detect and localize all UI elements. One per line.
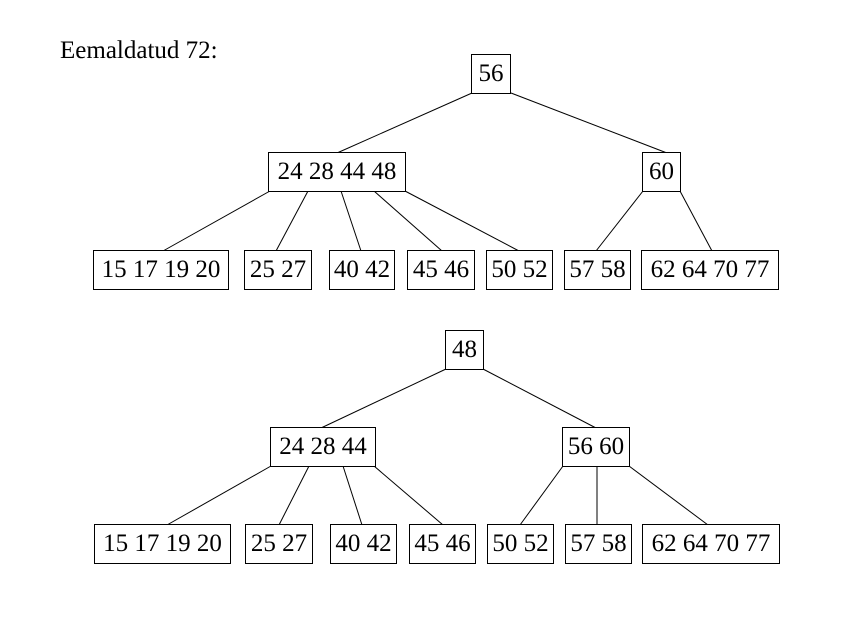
edge-t2-inner-1-to-leaf-4 [373, 465, 444, 526]
t2-leaf-node-7: 62 64 70 77 [642, 524, 780, 564]
t2-inner-node-1: 24 28 44 [270, 427, 376, 467]
edge-t2-inner-2-to-leaf-5 [519, 465, 564, 526]
t1-inner-node-2: 60 [642, 152, 681, 192]
t2-leaf-node-2: 25 27 [245, 524, 313, 564]
t1-leaf-node-5: 50 52 [486, 250, 553, 290]
t2-leaf-node-5: 50 52 [487, 524, 554, 564]
t2-inner-node-2: 56 60 [562, 427, 630, 467]
t1-leaf-node-7: 62 64 70 77 [641, 250, 779, 290]
t2-leaf-node-3: 40 42 [330, 524, 397, 564]
t2-root-node: 48 [445, 330, 484, 370]
t1-inner-node-1: 24 28 44 48 [268, 152, 406, 192]
edge-t1-inner-1-to-leaf-1 [162, 190, 271, 252]
edge-t2-inner-1-to-leaf-3 [342, 465, 363, 526]
edge-t1-inner-1-to-leaf-5 [404, 190, 520, 252]
t1-leaf-node-2: 25 27 [244, 250, 312, 290]
edge-t2-inner-1-to-leaf-2 [278, 465, 310, 526]
edge-t1-inner-2-to-leaf-6 [595, 190, 644, 252]
edge-t2-inner-1-to-leaf-1 [166, 465, 272, 526]
diagram-title: Eemaldatud 72: [60, 37, 218, 64]
edge-t2-inner-2-to-leaf-7 [628, 465, 709, 526]
edge-t1-inner-1-to-leaf-2 [275, 190, 309, 252]
t1-leaf-node-3: 40 42 [329, 250, 395, 290]
t1-leaf-node-1: 15 17 19 20 [93, 250, 229, 290]
edge-t1-inner-2-to-leaf-7 [679, 190, 713, 252]
edge-t2-root-to-inner-2 [482, 368, 597, 429]
edge-t1-root-to-inner-2 [510, 92, 668, 154]
edge-t1-root-to-inner-1 [336, 92, 473, 154]
t1-root-node: 56 [471, 54, 511, 94]
t2-leaf-node-6: 57 58 [565, 524, 632, 564]
t1-leaf-node-4: 45 46 [407, 250, 475, 290]
edge-t1-inner-1-to-leaf-3 [340, 190, 362, 252]
edge-t1-inner-1-to-leaf-4 [373, 190, 443, 252]
edge-t2-root-to-inner-1 [320, 368, 447, 429]
t2-leaf-node-4: 45 46 [409, 524, 476, 564]
t2-leaf-node-1: 15 17 19 20 [94, 524, 231, 564]
t1-leaf-node-6: 57 58 [564, 250, 631, 290]
